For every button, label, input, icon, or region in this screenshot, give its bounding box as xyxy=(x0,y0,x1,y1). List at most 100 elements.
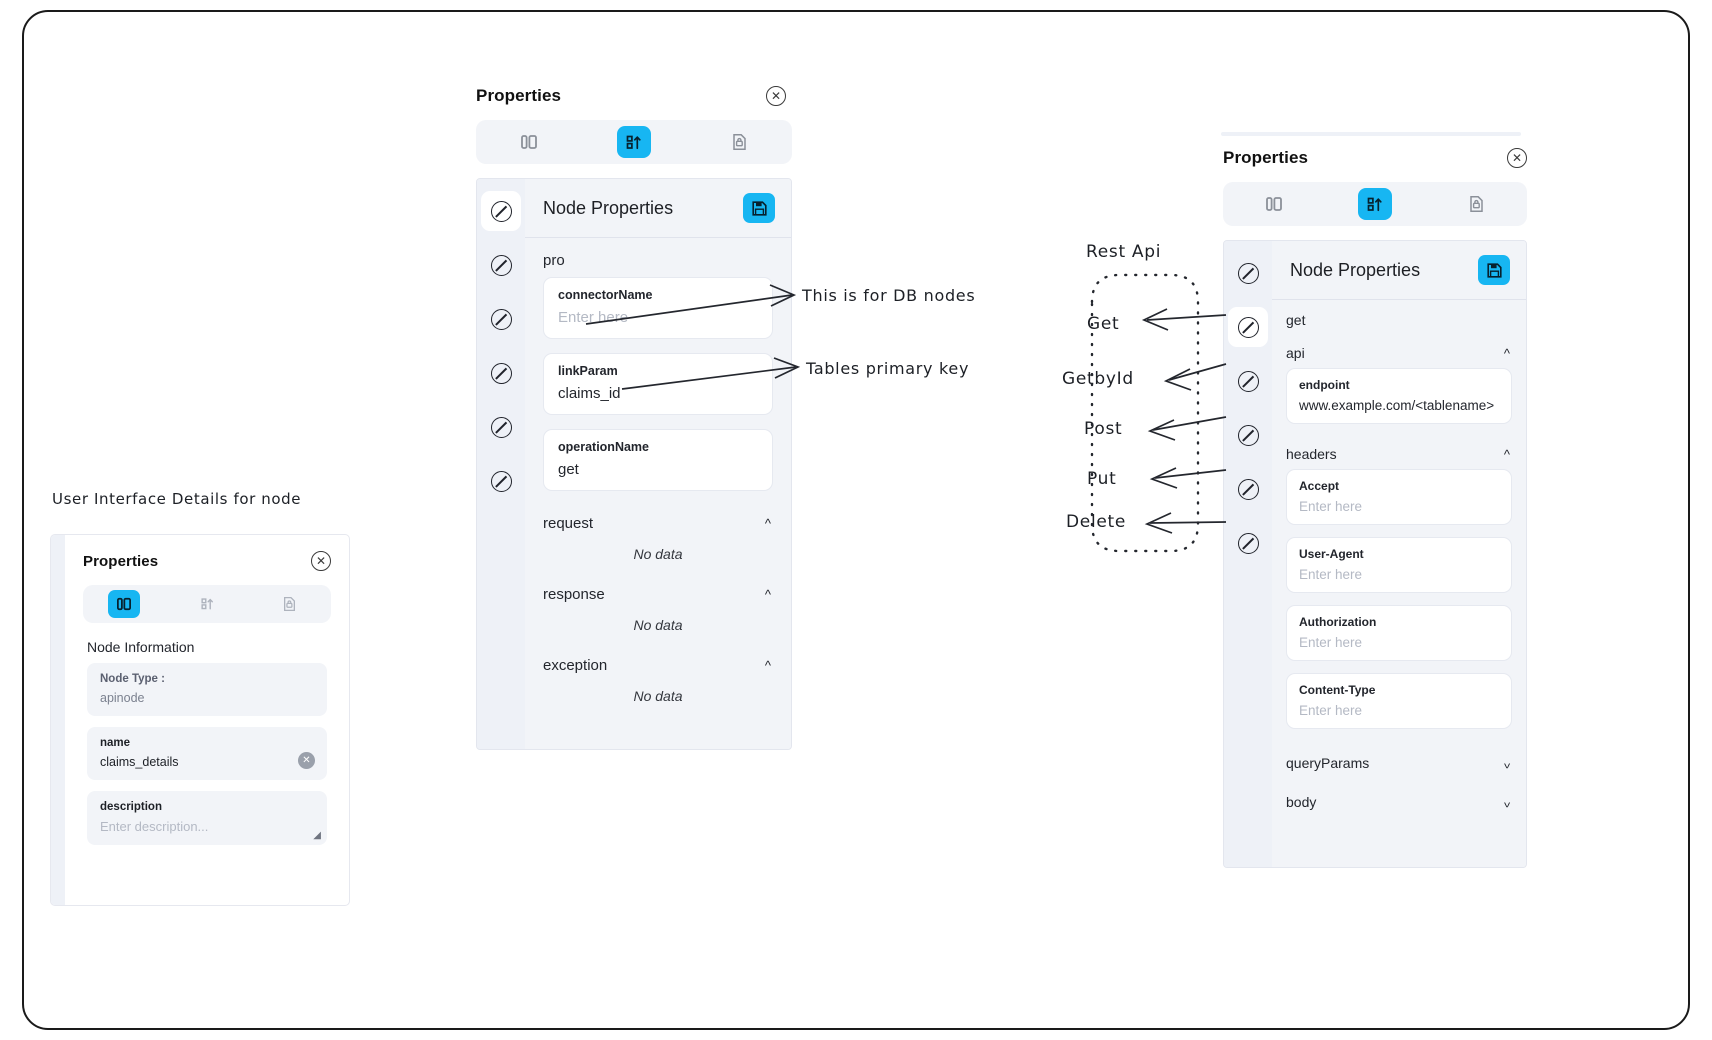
field-name[interactable]: name claims_details ✕ xyxy=(87,727,327,780)
tab-locked-document[interactable] xyxy=(1426,182,1527,226)
annotation-method-get: Get xyxy=(1087,314,1120,334)
save-button[interactable] xyxy=(1478,255,1510,285)
field-authorization[interactable]: Authorization Enter here xyxy=(1286,605,1512,661)
accordion-body[interactable]: body ^ xyxy=(1272,778,1526,817)
field-value: Enter here xyxy=(1299,567,1363,582)
canvas: Properties ✕ xyxy=(22,10,1690,1030)
middle-panel-card: Node Properties pro connectorName Enter … xyxy=(476,178,792,750)
rail-no-entry-icon-delete[interactable] xyxy=(1228,523,1268,563)
chevron-up-icon: ^ xyxy=(1503,345,1510,361)
field-description[interactable]: description Enter description... ◢ xyxy=(87,791,327,845)
annotation-primary-key: Tables primary key xyxy=(806,359,970,378)
close-icon[interactable]: ✕ xyxy=(766,86,786,106)
right-rail xyxy=(1224,241,1272,867)
accordion-label: response xyxy=(543,586,605,603)
accordion-label: request xyxy=(543,515,594,532)
exception-no-data: No data xyxy=(633,688,683,704)
rail-no-entry-icon-2[interactable] xyxy=(481,245,521,285)
no-entry-icon xyxy=(1237,424,1259,446)
accordion-response[interactable]: response ^ xyxy=(525,576,791,609)
chevron-up-icon: ^ xyxy=(764,516,771,531)
middle-properties-panel: Properties ✕ xyxy=(476,86,792,750)
left-properties-panel: Properties ✕ xyxy=(50,534,350,906)
tab-node-information[interactable] xyxy=(476,120,581,164)
rail-no-entry-icon-post[interactable] xyxy=(1228,415,1268,455)
tab-node-properties[interactable] xyxy=(1324,182,1425,226)
field-value: Enter here xyxy=(1299,635,1363,650)
right-tabbar-wrap xyxy=(1209,182,1533,226)
accordion-label: api xyxy=(1286,345,1305,361)
accordion-label: body xyxy=(1286,794,1317,810)
resize-handle-icon[interactable]: ◢ xyxy=(313,830,321,841)
group-label-get: get xyxy=(1286,312,1306,328)
annotation-rest-api-title: Rest Api xyxy=(1086,242,1162,262)
rail-no-entry-icon-6[interactable] xyxy=(481,461,521,501)
rail-no-entry-icon-put[interactable] xyxy=(1228,469,1268,509)
panel-scroll-bar[interactable] xyxy=(1221,132,1521,136)
field-accept[interactable]: Accept Enter here xyxy=(1286,469,1512,525)
rail-no-entry-icon-1[interactable] xyxy=(1228,253,1268,293)
rail-no-entry-icon-getbyid[interactable] xyxy=(1228,361,1268,401)
rail-no-entry-icon-get[interactable] xyxy=(1228,307,1268,347)
right-panel-header: Properties ✕ xyxy=(1209,148,1533,168)
field-endpoint[interactable]: endpoint www.example.com/<tablename> xyxy=(1286,368,1512,424)
accordion-label: queryParams xyxy=(1286,755,1370,771)
rail-no-entry-icon-3[interactable] xyxy=(481,299,521,339)
field-label: Node Type : xyxy=(100,673,165,685)
chevron-down-icon: ^ xyxy=(1503,755,1510,771)
field-user-agent[interactable]: User-Agent Enter here xyxy=(1286,537,1512,593)
close-icon[interactable]: ✕ xyxy=(1507,148,1527,168)
response-no-data: No data xyxy=(633,617,683,633)
columns-icon xyxy=(512,126,546,158)
no-entry-icon xyxy=(1237,478,1259,500)
no-entry-icon xyxy=(490,254,512,276)
save-button[interactable] xyxy=(743,193,775,223)
locked-document-icon xyxy=(1459,188,1493,220)
annotation-method-getbyid: GetbyId xyxy=(1062,369,1134,389)
page-title: Properties xyxy=(1223,148,1309,167)
accordion-request[interactable]: request ^ xyxy=(525,505,791,538)
node-properties-header: Node Properties xyxy=(1272,241,1526,300)
no-entry-icon xyxy=(490,470,512,492)
no-entry-icon xyxy=(1237,262,1259,284)
tab-node-properties[interactable] xyxy=(166,585,249,623)
no-entry-icon xyxy=(1237,532,1259,554)
tab-locked-document[interactable] xyxy=(687,120,792,164)
accordion-exception[interactable]: exception ^ xyxy=(525,647,791,680)
annotation-method-put: Put xyxy=(1087,469,1117,489)
close-icon[interactable]: ✕ xyxy=(311,551,331,571)
accordion-queryparams[interactable]: queryParams ^ xyxy=(1272,741,1526,778)
field-content-type[interactable]: Content-Type Enter here xyxy=(1286,673,1512,729)
node-properties-header: Node Properties xyxy=(525,179,791,238)
field-label: operationName xyxy=(558,440,649,454)
field-connectorName[interactable]: connectorName Enter here xyxy=(543,277,773,339)
left-panel-main: Properties ✕ xyxy=(65,535,349,905)
field-label: Authorization xyxy=(1299,615,1377,629)
content-title: Node Properties xyxy=(543,197,674,218)
tab-node-properties[interactable] xyxy=(581,120,686,164)
rail-no-entry-icon-4[interactable] xyxy=(481,353,521,393)
rail-no-entry-icon-1[interactable] xyxy=(481,191,521,231)
no-entry-icon xyxy=(490,362,512,384)
columns-icon xyxy=(108,590,141,618)
accordion-headers[interactable]: headers ^ xyxy=(1272,436,1526,469)
accordion-label: exception xyxy=(543,657,608,674)
clear-icon[interactable]: ✕ xyxy=(298,751,315,769)
field-linkParam[interactable]: linkParam claims_id xyxy=(543,353,773,415)
rail-no-entry-icon-5[interactable] xyxy=(481,407,521,447)
tab-node-information[interactable] xyxy=(83,585,166,623)
no-entry-icon xyxy=(1237,316,1259,338)
field-operationName[interactable]: operationName get xyxy=(543,429,773,491)
content-title: Node Properties xyxy=(1290,259,1421,280)
accordion-api[interactable]: api ^ xyxy=(1272,335,1526,368)
right-tabbar xyxy=(1223,182,1527,226)
field-value: apinode xyxy=(100,691,145,705)
chevron-up-icon: ^ xyxy=(764,658,771,673)
tab-locked-document[interactable] xyxy=(248,585,331,623)
group-label-pro: pro xyxy=(543,252,565,269)
middle-tabbar xyxy=(476,120,792,164)
tab-node-information[interactable] xyxy=(1223,182,1324,226)
locked-document-icon xyxy=(274,590,306,618)
node-properties-icon xyxy=(616,126,651,158)
left-panel-rail xyxy=(51,535,65,905)
